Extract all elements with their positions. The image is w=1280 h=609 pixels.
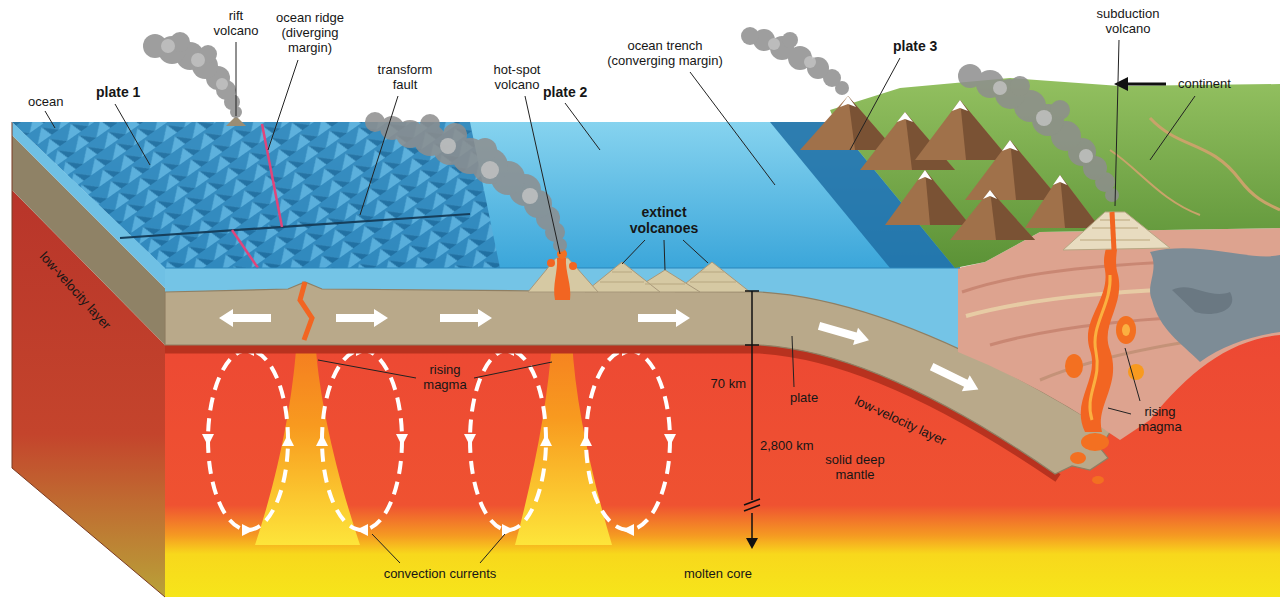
volcano-cone (528, 249, 750, 300)
smoke-plume (143, 27, 1119, 252)
part-label: subduction volcano (1091, 6, 1165, 36)
part-label: rift volcano (210, 8, 262, 38)
continental-crust-section (958, 228, 1280, 440)
subduction-volcano-cone (1063, 212, 1170, 250)
part-label: 2,800 km (760, 438, 813, 453)
ridge-magma-conduit (300, 282, 312, 340)
part-label: molten core (684, 566, 752, 581)
plate-motion-arrow (219, 309, 982, 397)
leader-line (45, 40, 1195, 563)
part-label: plate 2 (543, 84, 587, 100)
convection-cell (208, 350, 670, 530)
part-label: low-velocity layer (852, 392, 948, 447)
part-label: rising magma (419, 362, 471, 392)
part-label: plate 3 (893, 38, 937, 54)
part-label: plate (790, 390, 818, 405)
part-label: continent (1178, 76, 1231, 91)
continent-land (800, 78, 1280, 268)
part-label: solid deep mantle (821, 452, 889, 482)
part-label: ocean trench (converging margin) (603, 38, 728, 68)
dimension-line (744, 291, 760, 549)
part-label: transform fault (372, 62, 438, 92)
continent-motion-arrow (1114, 77, 1166, 91)
subduction-magma (1065, 215, 1144, 484)
part-label: extinct volcanoes (626, 204, 702, 236)
part-label: ocean ridge (diverging margin) (271, 10, 349, 55)
part-label: low-velocity layer (36, 248, 113, 332)
part-label: plate 1 (96, 84, 140, 100)
part-label: 70 km (711, 376, 746, 391)
part-label: ocean (28, 94, 63, 109)
part-label: convection currents (384, 566, 497, 581)
part-label: hot-spot volcano (486, 62, 548, 92)
part-label: rising magma (1134, 404, 1186, 434)
